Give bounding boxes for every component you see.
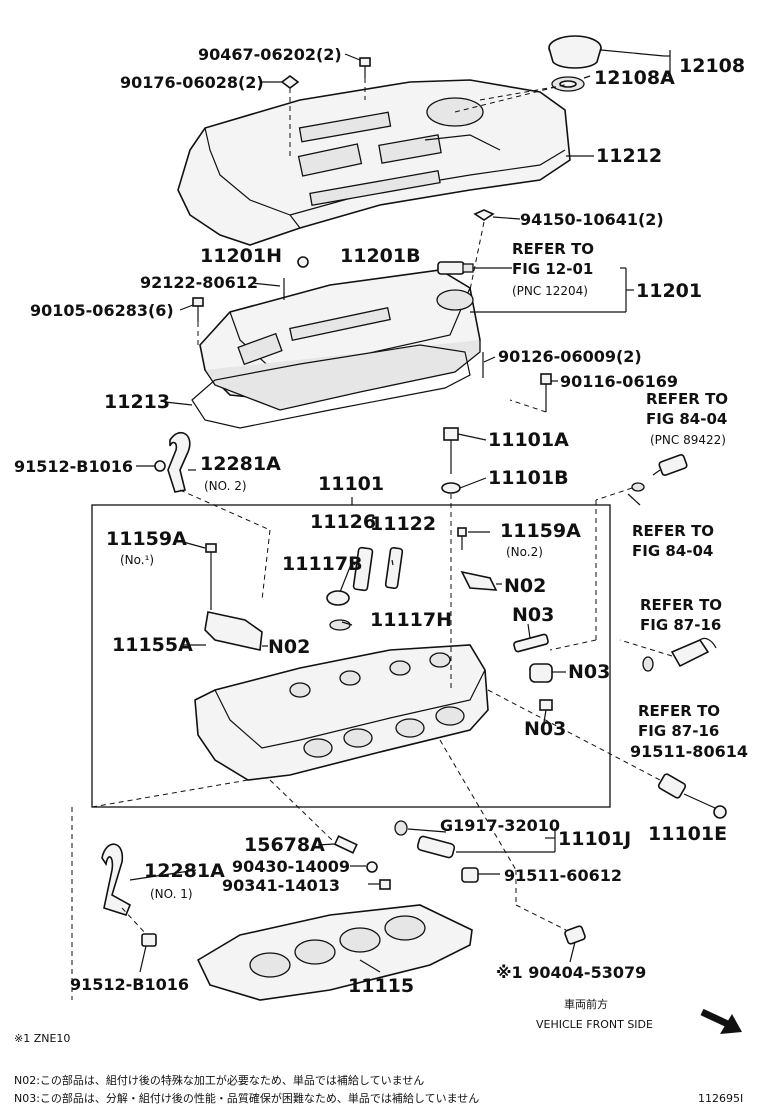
note-n02: N02:この部品は、組付け後の特殊な加工が必要なため、単品では補給していません <box>14 1073 424 1087</box>
sensor-89422 <box>631 454 688 492</box>
cylinder-head-11101 <box>194 644 489 781</box>
label-11201H: 11201H <box>200 245 282 267</box>
pins <box>513 633 553 711</box>
labels: 90467-06202(2) 90176-06028(2) 12108 1210… <box>14 45 748 1105</box>
label-12108: 12108 <box>679 55 745 77</box>
label-G1917: G1917-32010 <box>440 816 560 835</box>
label-94150: 94150-10641(2) <box>520 210 664 229</box>
label-11159A-right: 11159A <box>500 520 581 542</box>
label-90116: 90116-06169 <box>560 372 678 391</box>
head-bolt-11101A <box>441 427 461 494</box>
label-no1-left: (No.¹) <box>120 553 154 567</box>
water-hose-87-16 <box>642 637 717 672</box>
label-12281A-top: 12281A <box>200 453 281 475</box>
label-n03-c: N03 <box>524 718 566 740</box>
label-n03-a: N03 <box>512 604 554 626</box>
label-12108A: 12108A <box>594 67 675 89</box>
label-11122: 11122 <box>370 513 436 535</box>
label-11115: 11115 <box>348 975 414 997</box>
label-no2-right: (No.2) <box>506 545 543 559</box>
stud-bolts <box>192 209 552 412</box>
vehicle-front-jp: 車両前方 <box>564 997 608 1011</box>
label-11101J: 11101J <box>558 828 631 850</box>
label-11101A: 11101A <box>488 429 569 451</box>
ref-84-04-line1: REFER TO <box>646 390 728 408</box>
valve-cover-gasket-11213 <box>191 344 471 429</box>
ref-12-01-line2: FIG 12-01 <box>512 260 593 278</box>
label-11155A: 11155A <box>112 634 193 656</box>
label-n02-left: N02 <box>268 636 310 658</box>
valve-guides <box>326 546 404 631</box>
label-90404: ※1 90404-53079 <box>496 963 646 982</box>
label-90341: 90341-14013 <box>222 876 340 895</box>
label-90105: 90105-06283(6) <box>30 301 174 320</box>
label-11101: 11101 <box>318 473 384 495</box>
bolt-90467 <box>359 57 371 78</box>
label-15678A: 15678A <box>244 834 325 856</box>
lower-fittings <box>333 820 586 945</box>
label-90176: 90176-06028(2) <box>120 73 264 92</box>
leader-lines <box>71 49 716 1000</box>
engine-hanger-no1 <box>101 843 157 947</box>
label-91511-60612: 91511-60612 <box>504 866 622 885</box>
oil-filler-cap <box>548 35 602 92</box>
cylinder-head-box <box>91 504 611 808</box>
ref-84-04-b-line1: REFER TO <box>632 522 714 540</box>
bearing-caps <box>204 527 498 651</box>
label-90430: 90430-14009 <box>232 857 350 876</box>
label-11159A-left: 11159A <box>106 528 187 550</box>
engine-hanger-no2 <box>154 431 191 493</box>
ref-87-16-b-line2: FIG 87-16 <box>638 722 719 740</box>
ref-84-04-line2: FIG 84-04 <box>646 410 727 428</box>
label-no1-bottom: (NO. 1) <box>150 887 193 901</box>
label-11201: 11201 <box>636 280 702 302</box>
figure-id: 112695I <box>698 1092 743 1105</box>
nut-90176 <box>280 75 300 89</box>
label-11212: 11212 <box>596 145 662 167</box>
note-zne10: ※1 ZNE10 <box>14 1032 70 1045</box>
ref-87-16-line2: FIG 87-16 <box>640 616 721 634</box>
label-90126: 90126-06009(2) <box>498 347 642 366</box>
label-91511-80614: 91511-80614 <box>630 742 748 761</box>
label-90467: 90467-06202(2) <box>198 45 342 64</box>
label-11101B: 11101B <box>488 467 569 489</box>
label-92122: 92122-80612 <box>140 273 258 292</box>
label-11101E: 11101E <box>648 823 727 845</box>
label-91512-top: 91512-B1016 <box>14 457 133 476</box>
ref-12-01-line1: REFER TO <box>512 240 594 258</box>
label-91512-bottom: 91512-B1016 <box>70 975 189 994</box>
pcv-valve <box>437 261 474 275</box>
ref-87-16-b-line1: REFER TO <box>638 702 720 720</box>
head-gasket-11115 <box>196 904 473 1001</box>
label-n03-b: N03 <box>568 661 610 683</box>
ref-12-01-line3: (PNC 12204) <box>512 284 588 298</box>
temp-sensor-11101E <box>657 773 727 819</box>
ref-84-04-line3: (PNC 89422) <box>650 433 726 447</box>
ref-87-16-line1: REFER TO <box>640 596 722 614</box>
label-n02-right: N02 <box>504 575 546 597</box>
valve-cover-11201 <box>199 269 481 411</box>
label-11201B: 11201B <box>340 245 421 267</box>
label-11213: 11213 <box>104 391 170 413</box>
label-11126: 11126 <box>310 511 376 533</box>
ref-84-04-b-line2: FIG 84-04 <box>632 542 713 560</box>
vehicle-front-en: VEHICLE FRONT SIDE <box>536 1018 653 1031</box>
engine-cover-11212 <box>177 79 571 246</box>
label-11117H: 11117H <box>370 609 452 631</box>
label-no2-top: (NO. 2) <box>204 479 247 493</box>
label-12281A-bottom: 12281A <box>144 860 225 882</box>
label-11117B: 11117B <box>282 553 363 575</box>
arrow-down-right-icon <box>700 1008 742 1034</box>
note-n03: N03:この部品は、分解・組付け後の性能・品質確保が困難なため、単品では補給して… <box>14 1091 479 1105</box>
